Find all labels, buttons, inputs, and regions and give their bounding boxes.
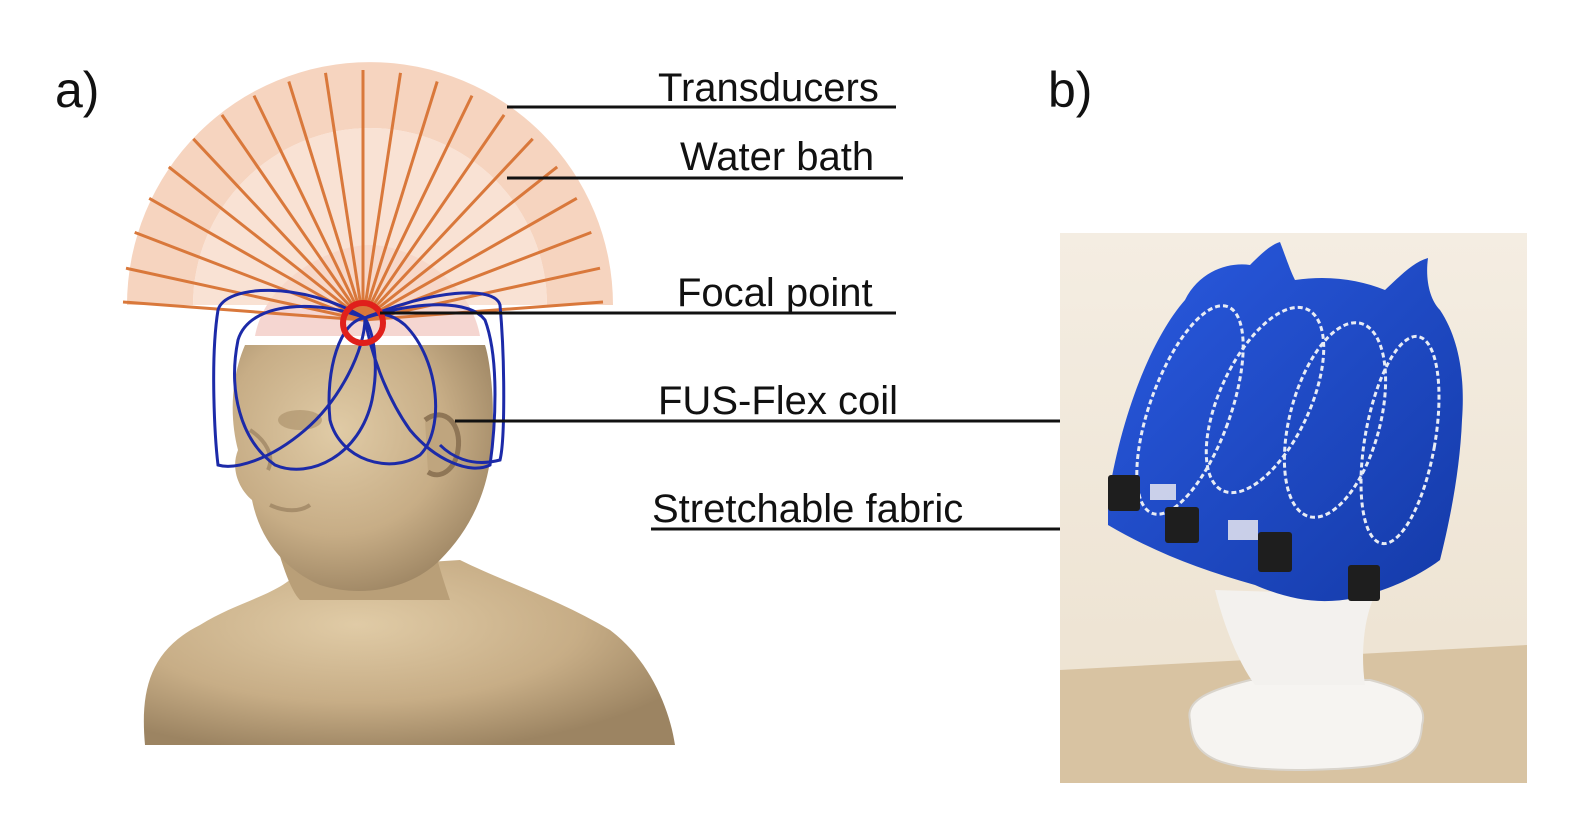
head-model-icon [143, 245, 675, 745]
focal-point-icon [340, 300, 386, 346]
label-fabric: Stretchable fabric [652, 487, 964, 531]
transducer-line [361, 72, 402, 321]
transducer-line [362, 196, 578, 322]
panel-a-label: a) [55, 62, 100, 118]
transducer-line [361, 81, 439, 321]
photo-icon [1060, 233, 1527, 783]
transducer-line [220, 114, 365, 321]
transducer-line [362, 300, 604, 322]
panel-b-label: b) [1048, 62, 1093, 118]
transducer-line [287, 81, 365, 321]
transducer-line [361, 94, 474, 321]
transducer-line [362, 165, 559, 322]
coil-icon [212, 288, 506, 471]
label-coil: FUS-Flex coil [658, 379, 899, 423]
transducer-line [167, 165, 364, 322]
transducer-line [134, 230, 364, 322]
label-water-bath: Water bath [680, 135, 875, 179]
transducer-line [361, 137, 534, 322]
transducer-array-icon [122, 70, 604, 322]
transducer-line [122, 300, 364, 322]
transducer-line [361, 114, 506, 321]
label-focal-point: Focal point [677, 271, 873, 315]
label-transducers: Transducers [658, 66, 879, 110]
transducer-line [125, 266, 364, 322]
transducer-line [192, 137, 365, 322]
water-bath-icon [127, 62, 613, 305]
transducer-line [252, 94, 365, 321]
transducer-line [324, 72, 365, 321]
